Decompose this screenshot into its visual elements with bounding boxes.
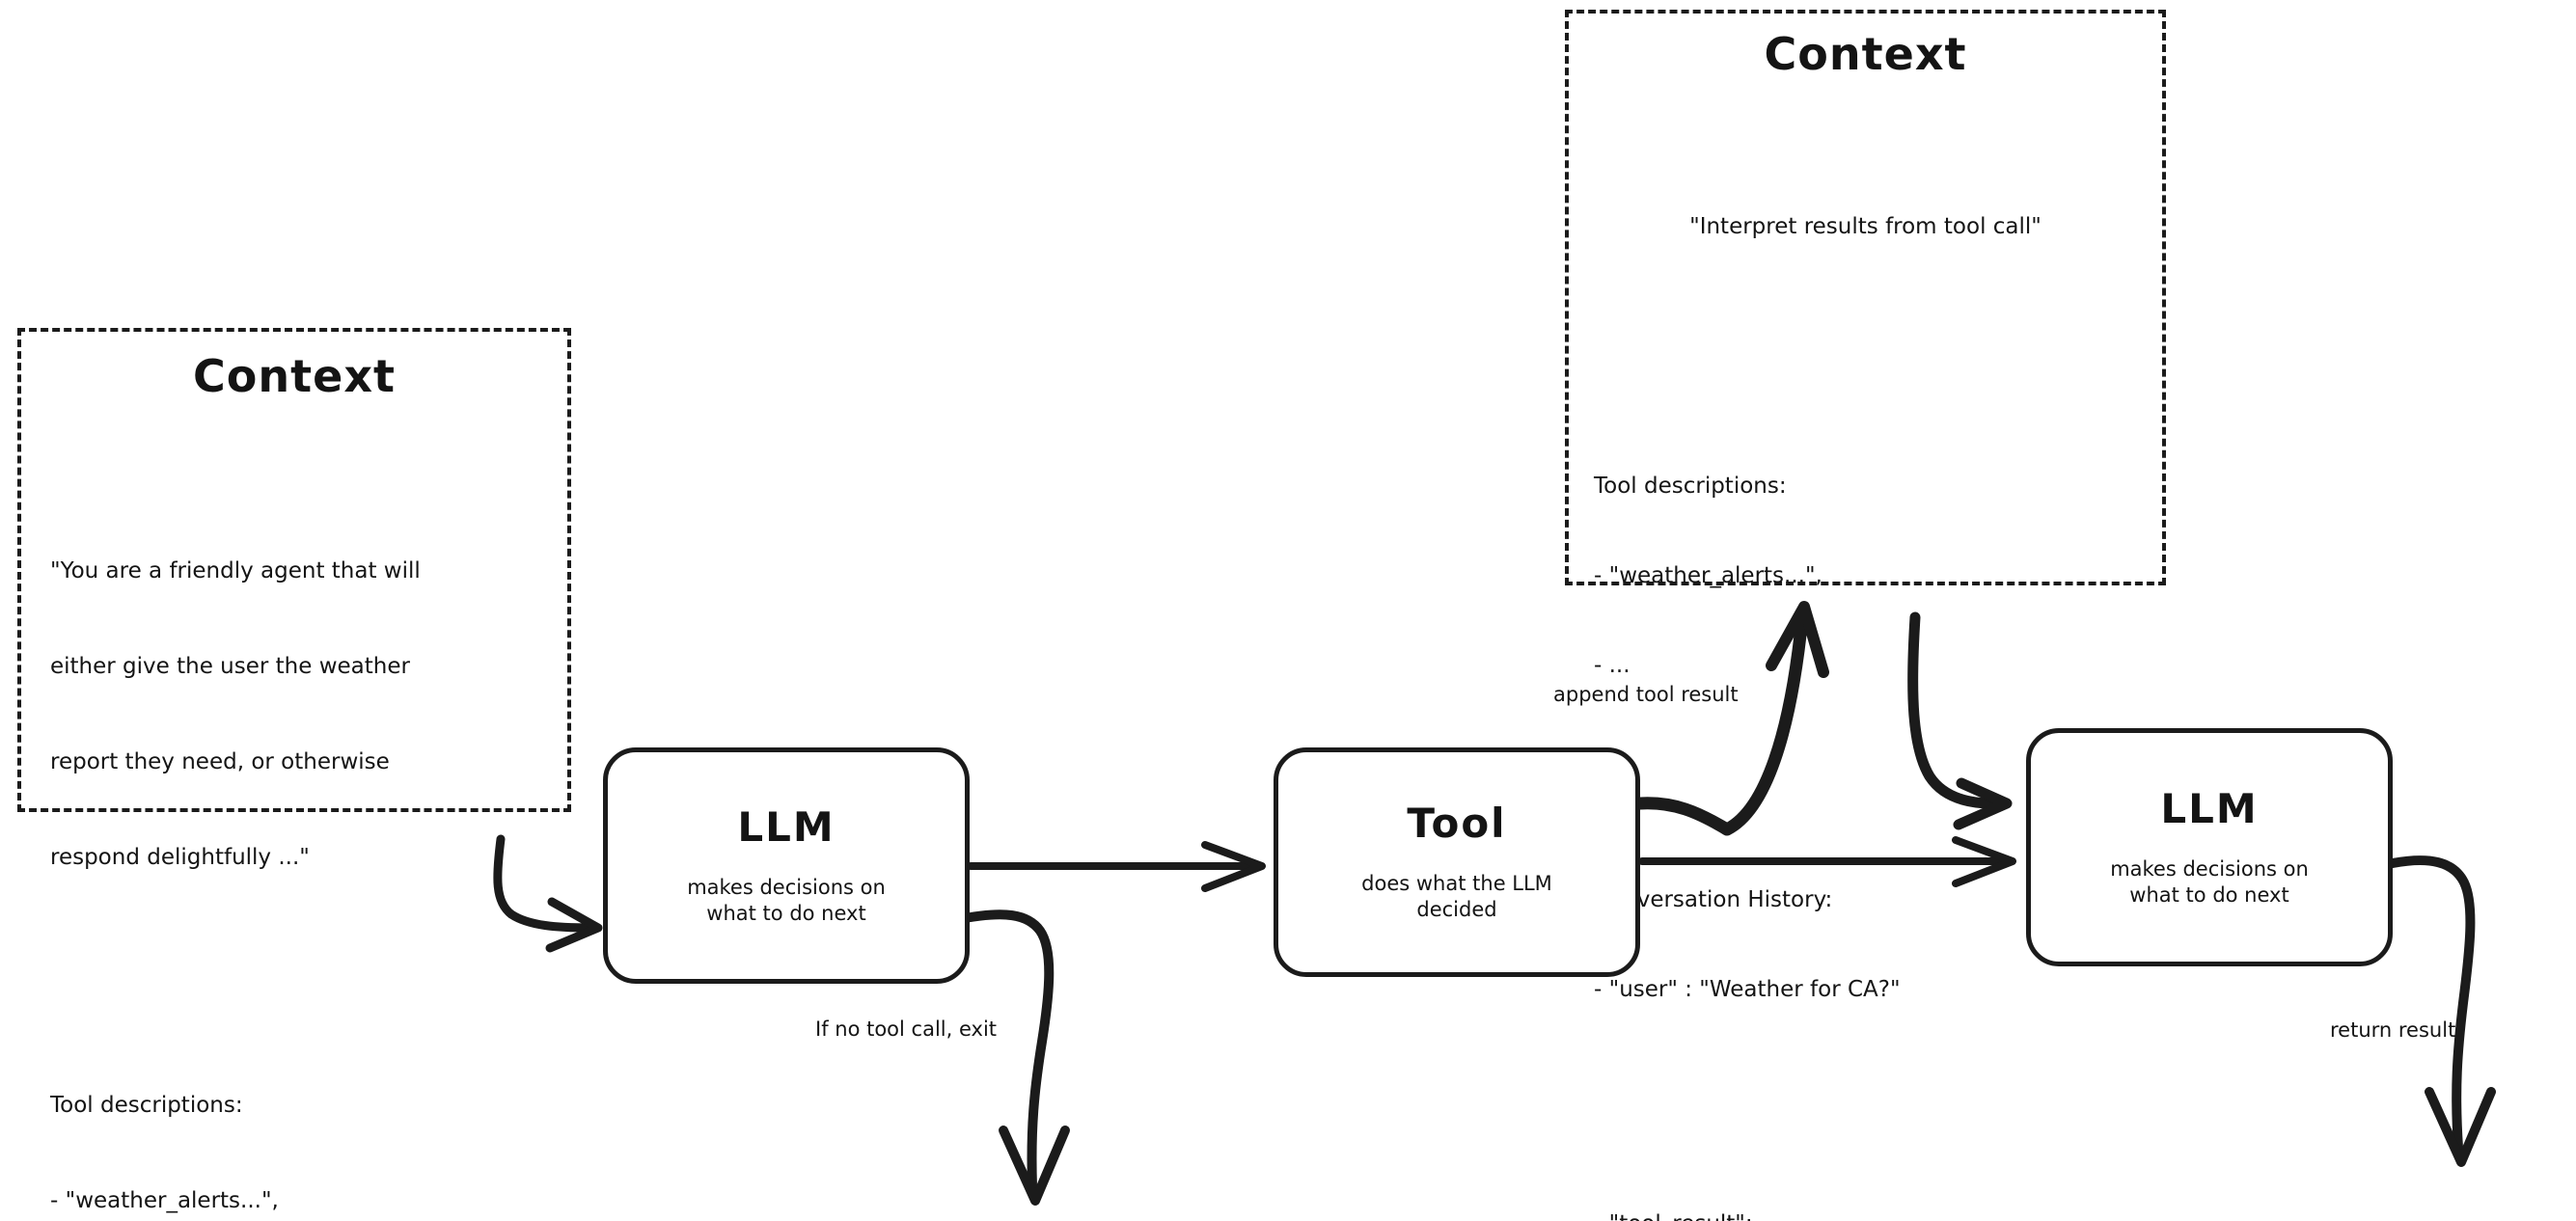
context-panel-after-tool: Context "Interpret results from tool cal… bbox=[1565, 10, 2166, 1221]
context-panel-after-tool-title: Context bbox=[1764, 28, 1967, 80]
system-prompt-line-4: respond delightfully ..." bbox=[50, 845, 310, 870]
edge-llm2-return bbox=[2388, 855, 2496, 1167]
node-tool-title: Tool bbox=[1407, 800, 1507, 847]
edge-llm-exit bbox=[960, 909, 1070, 1206]
conversation-history-item-1b: - "user" : "Weather for CA?" bbox=[1594, 977, 1901, 1002]
interpret-prompt-text: "Interpret results from tool call" bbox=[1689, 214, 2042, 239]
node-llm-second[interactable]: LLM makes decisions on what to do next bbox=[2026, 728, 2393, 966]
system-prompt-block: "You are a friendly agent that will eith… bbox=[50, 492, 538, 937]
tool-result-block: - "tool_result": { "state": "CA", [ { "r… bbox=[1594, 1150, 2137, 1221]
node-llm-first[interactable]: LLM makes decisions on what to do next bbox=[603, 747, 970, 984]
edge-label-return-result: return result bbox=[2330, 1018, 2456, 1042]
node-llm-first-subtitle: makes decisions on what to do next bbox=[687, 875, 886, 925]
tool-descriptions-item-1: - "weather_alerts...", bbox=[50, 1188, 279, 1213]
edge-llm-to-tool bbox=[967, 841, 1266, 892]
system-prompt-line-3: report they need, or otherwise bbox=[50, 749, 390, 774]
tool-descriptions-block: Tool descriptions: - "weather_alerts..."… bbox=[50, 1026, 538, 1221]
context-panel-initial-body: "You are a friendly agent that will eith… bbox=[50, 428, 538, 1221]
node-llm-first-title: LLM bbox=[737, 802, 836, 851]
node-llm-second-subtitle: makes decisions on what to do next bbox=[2110, 856, 2309, 907]
edge-label-if-no-tool-call-exit: If no tool call, exit bbox=[815, 1018, 998, 1041]
tool-descriptions-item-1b: - "weather_alerts...", bbox=[1594, 563, 1822, 588]
tool-descriptions-heading-2: Tool descriptions: bbox=[1594, 474, 1787, 499]
tool-descriptions-block-2: Tool descriptions: - "weather_alerts..."… bbox=[1594, 412, 2137, 741]
tool-descriptions-heading: Tool descriptions: bbox=[50, 1093, 243, 1118]
edge-label-append-tool-result: append tool result bbox=[1553, 683, 1739, 706]
tool-descriptions-item-2b: - ... bbox=[1594, 653, 1631, 678]
node-llm-second-title: LLM bbox=[2160, 784, 2259, 832]
system-prompt-line-1: "You are a friendly agent that will bbox=[50, 558, 421, 583]
tool-result-label: - "tool_result": bbox=[1594, 1209, 2137, 1221]
node-tool[interactable]: Tool does what the LLM decided bbox=[1274, 747, 1640, 977]
context-panel-initial-title: Context bbox=[193, 350, 396, 402]
context-panel-after-tool-body: "Interpret results from tool call" Tool … bbox=[1594, 93, 2137, 1221]
node-tool-subtitle: does what the LLM decided bbox=[1361, 872, 1552, 921]
context-panel-initial: Context "You are a friendly agent that w… bbox=[17, 328, 571, 1213]
system-prompt-line-2: either give the user the weather bbox=[50, 654, 410, 679]
interpret-prompt-block: "Interpret results from tool call" bbox=[1594, 152, 2137, 327]
